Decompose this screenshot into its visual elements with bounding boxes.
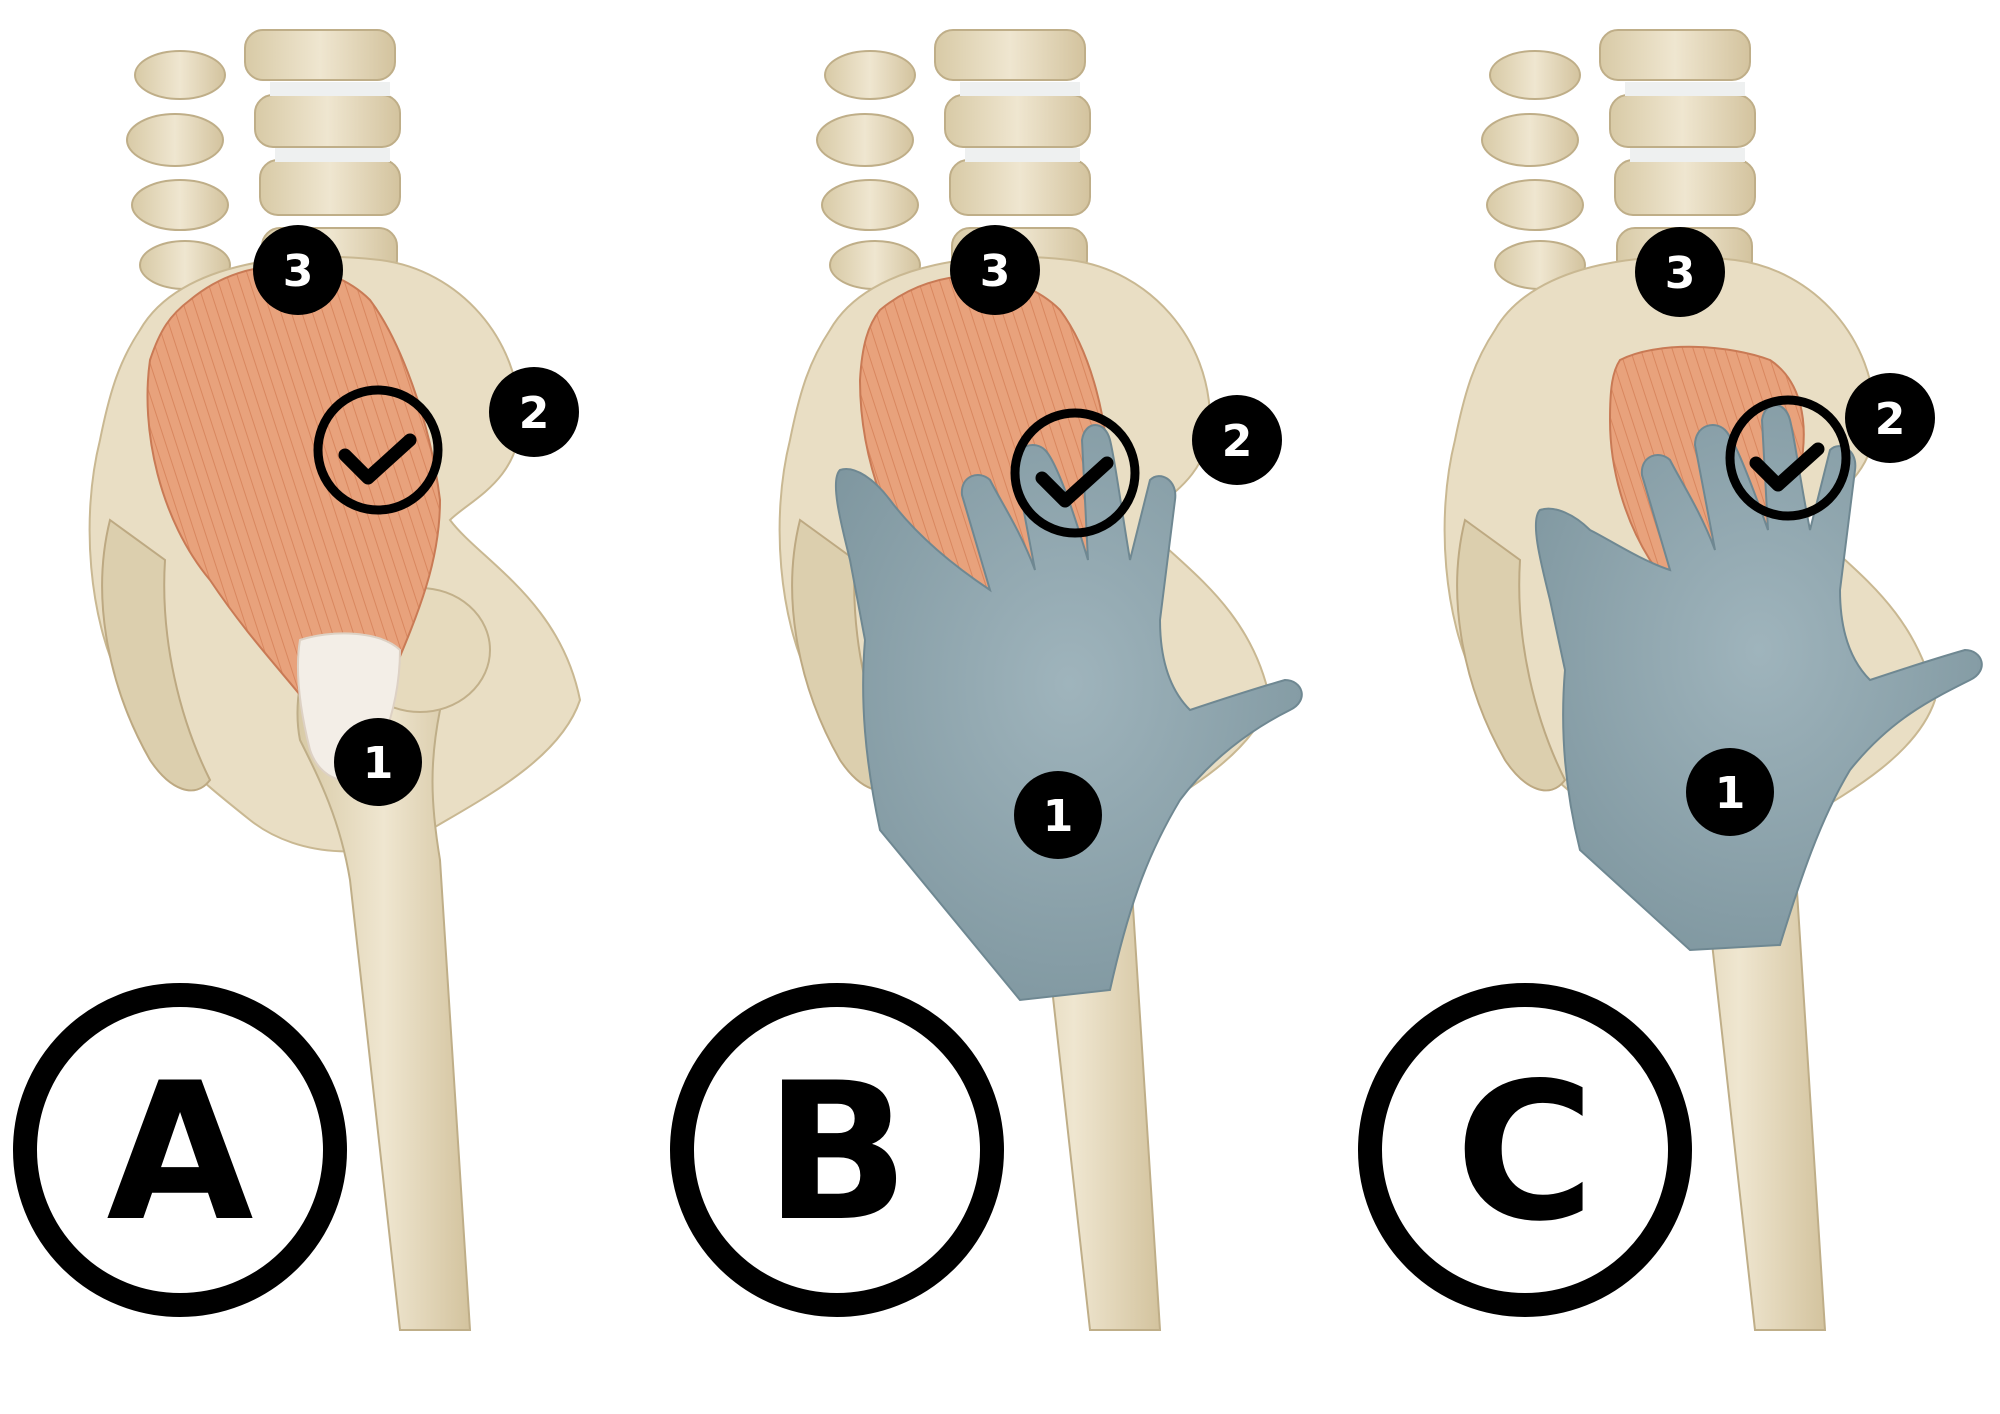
check-circle-icon — [313, 385, 443, 515]
svg-text:1: 1 — [363, 738, 394, 789]
hand-icon — [1534, 404, 1983, 952]
svg-text:3: 3 — [283, 246, 314, 297]
marker-3: 3 — [950, 225, 1040, 315]
marker-2: 2 — [1845, 373, 1935, 463]
svg-text:3: 3 — [980, 246, 1011, 297]
sacrum — [1456, 518, 1567, 792]
marker-1: 1 — [1686, 748, 1774, 836]
check-circle-icon — [1010, 408, 1140, 538]
marker-1: 1 — [1014, 771, 1102, 859]
svg-text:2: 2 — [519, 388, 550, 439]
svg-text:1: 1 — [1043, 791, 1074, 842]
marker-2: 2 — [489, 367, 579, 457]
svg-text:C: C — [1455, 1042, 1594, 1263]
marker-2: 2 — [1192, 395, 1282, 485]
marker-1: 1 — [334, 718, 422, 806]
marker-3: 3 — [253, 225, 343, 315]
svg-text:2: 2 — [1875, 394, 1906, 445]
svg-text:A: A — [106, 1042, 253, 1263]
spine — [816, 29, 1091, 290]
panel-label-b: B — [670, 983, 1004, 1317]
marker-3: 3 — [1635, 227, 1725, 317]
hand-icon — [834, 424, 1303, 1002]
svg-text:B: B — [765, 1042, 910, 1263]
panel-c: 1 2 3 C — [1358, 29, 1983, 1331]
panel-b: 1 2 3 B — [670, 29, 1303, 1331]
panel-a: 1 2 3 A — [13, 29, 582, 1331]
svg-text:3: 3 — [1665, 248, 1696, 299]
check-circle-icon — [1725, 395, 1851, 521]
panel-label-c: C — [1358, 983, 1692, 1317]
sacrum — [101, 518, 212, 792]
svg-text:1: 1 — [1715, 768, 1746, 819]
panel-label-a: A — [13, 983, 347, 1317]
svg-text:2: 2 — [1222, 416, 1253, 467]
